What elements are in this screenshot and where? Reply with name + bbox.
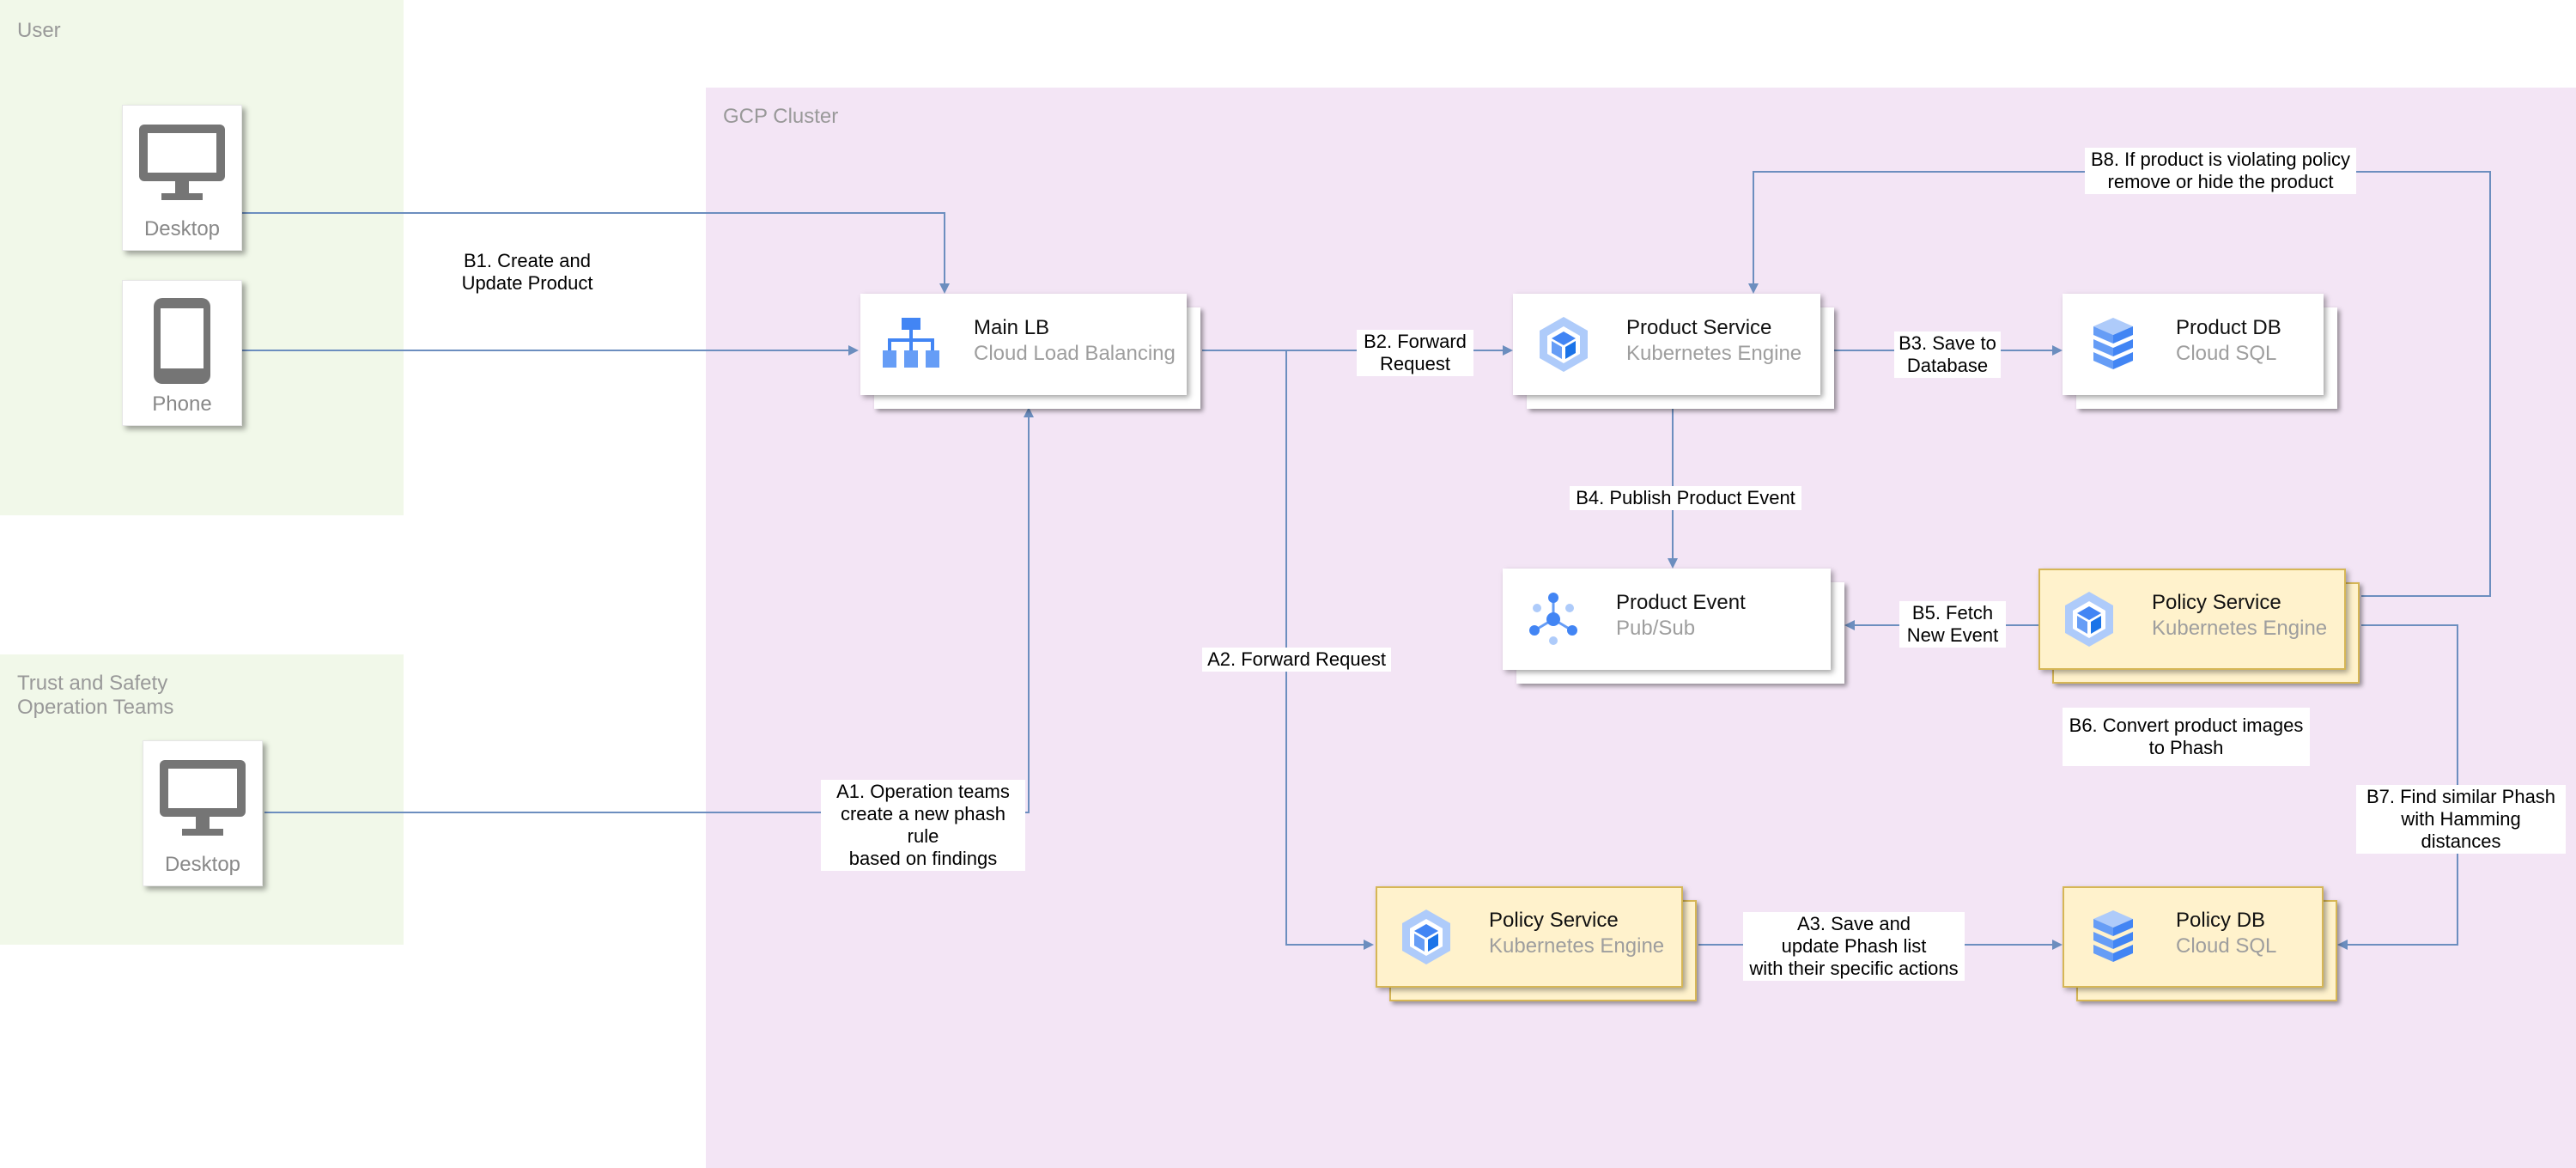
- ops-desktop-label: Desktop: [164, 853, 241, 876]
- edge-label-b3: B3. Save to Database: [1894, 332, 2001, 378]
- edge-label-b5: B5. Fetch New Event: [1899, 601, 2006, 648]
- gcp-cluster-zone-label: GCP Cluster: [723, 105, 839, 128]
- edge-a1-ops-to-lb: [264, 407, 1034, 813]
- ops-desktop[interactable]: Desktop: [143, 740, 263, 886]
- user-phone[interactable]: Phone: [122, 280, 242, 426]
- policy-service-top-title: Policy Service: [2152, 591, 2281, 614]
- pubsub-icon: [1529, 593, 1577, 645]
- edge-label-a1: A1. Operation teams create a new phash r…: [821, 780, 1025, 871]
- edge-label-a3: A3. Save and update Phash list with thei…: [1743, 912, 1965, 981]
- edge-a2-lb-to-policy-service: [1285, 350, 1374, 950]
- policy-service-bottom-subtitle: Kubernetes Engine: [1489, 934, 1665, 958]
- edge-label-b8: B8. If product is violating policy remov…: [2085, 148, 2356, 194]
- product-event-subtitle: Pub/Sub: [1616, 617, 1696, 640]
- edge-label-b7: B7. Find similar Phash with Hamming dist…: [2356, 785, 2566, 854]
- edge-label-a2: A2. Forward Request: [1202, 648, 1391, 672]
- product-event-node[interactable]: Product Event Pub/Sub: [1503, 569, 1844, 684]
- policy-service-top-node[interactable]: Policy Service Kubernetes Engine: [2038, 569, 2360, 684]
- edge-b8-policy-to-product-service: [1748, 171, 2491, 597]
- policy-service-bottom-node[interactable]: Policy Service Kubernetes Engine: [1376, 886, 1697, 1001]
- edge-label-b1: B1. Create and Update Product: [461, 250, 593, 294]
- edge-label-b2: B2. Forward Request: [1357, 330, 1473, 376]
- main-lb-node[interactable]: Main LB Cloud Load Balancing: [860, 294, 1200, 409]
- product-db-title: Product DB: [2176, 316, 2281, 339]
- policy-db-subtitle: Cloud SQL: [2176, 934, 2277, 958]
- main-lb-title: Main LB: [974, 316, 1050, 339]
- product-event-title: Product Event: [1616, 591, 1746, 614]
- product-db-subtitle: Cloud SQL: [2176, 342, 2277, 365]
- edge-label-b4: B4. Publish Product Event: [1570, 486, 1801, 510]
- main-lb-subtitle: Cloud Load Balancing: [974, 342, 1176, 365]
- product-service-title: Product Service: [1626, 316, 1772, 339]
- cloud-sql-icon: [2093, 318, 2133, 369]
- user-desktop[interactable]: Desktop: [122, 105, 242, 251]
- trust-safety-zone: Trust and Safety Operation Teams: [0, 654, 404, 945]
- product-service-node[interactable]: Product Service Kubernetes Engine: [1513, 294, 1834, 409]
- product-db-node[interactable]: Product DB Cloud SQL: [2063, 294, 2337, 409]
- edge-label-b6: B6. Convert product images to Phash: [2063, 708, 2310, 766]
- phone-icon: [154, 298, 210, 384]
- kubernetes-icon: [1402, 909, 1450, 964]
- trust-safety-zone-label: Trust and Safety Operation Teams: [17, 672, 174, 719]
- cloud-sql-icon: [2093, 910, 2133, 962]
- monitor-icon: [160, 760, 246, 836]
- policy-db-node[interactable]: Policy DB Cloud SQL: [2063, 886, 2337, 1001]
- product-service-subtitle: Kubernetes Engine: [1626, 342, 1802, 365]
- policy-db-title: Policy DB: [2176, 909, 2266, 932]
- kubernetes-icon: [1540, 317, 1588, 372]
- user-phone-label: Phone: [152, 392, 212, 416]
- load-balancing-icon: [883, 318, 939, 368]
- policy-service-bottom-title: Policy Service: [1489, 909, 1619, 932]
- user-zone: User: [0, 0, 404, 515]
- user-zone-label: User: [17, 19, 61, 42]
- monitor-icon: [139, 125, 225, 200]
- edge-desktop-to-lb: [242, 212, 950, 294]
- kubernetes-icon: [2065, 592, 2113, 647]
- user-desktop-label: Desktop: [143, 217, 221, 240]
- policy-service-top-subtitle: Kubernetes Engine: [2152, 617, 2328, 640]
